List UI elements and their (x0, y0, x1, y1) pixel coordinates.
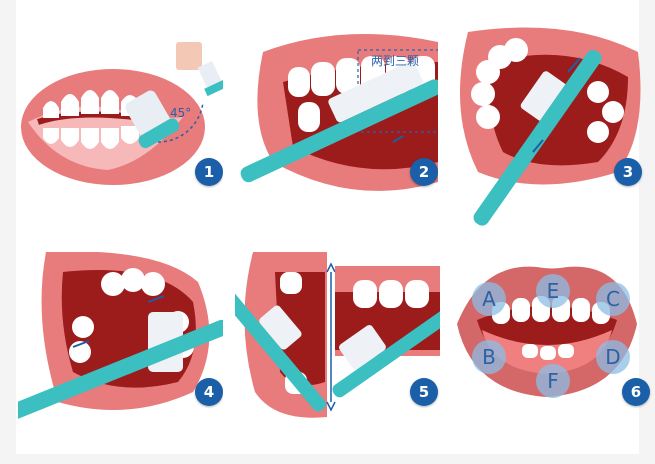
step-badge-1: 1 (195, 158, 223, 186)
panel-5-illustration (235, 252, 440, 418)
panel-step-3: 3 (448, 22, 653, 234)
step-badge-6: 6 (622, 378, 650, 406)
caption-two-three-teeth: 两到三颗 (371, 54, 420, 68)
step-badge-3: 3 (614, 158, 642, 186)
panel-4-illustration (18, 252, 223, 421)
zone-b: B (472, 340, 506, 374)
zone-f: F (536, 364, 570, 398)
panel-2-illustration (240, 34, 438, 191)
illustration-page: 45° 1 两到三颗 2 (16, 0, 650, 454)
panel-step-6: A B C D E F 6 (452, 252, 655, 464)
panel-1-illustration (21, 42, 223, 185)
step-badge-2: 2 (410, 158, 438, 186)
panel-step-5: 5 (235, 252, 440, 464)
panel-step-2: 两到三颗 2 (233, 22, 438, 234)
step-badge-5: 5 (410, 378, 438, 406)
zone-c: C (596, 282, 630, 316)
zone-a: A (472, 282, 506, 316)
panel-step-1: 45° 1 (18, 22, 223, 234)
step-badge-4: 4 (195, 378, 223, 406)
zone-e: E (536, 274, 570, 308)
panel-3-illustration (460, 27, 641, 226)
zone-d: D (596, 340, 630, 374)
angle-label: 45° (170, 106, 192, 120)
panel-step-4: 4 (18, 252, 223, 464)
